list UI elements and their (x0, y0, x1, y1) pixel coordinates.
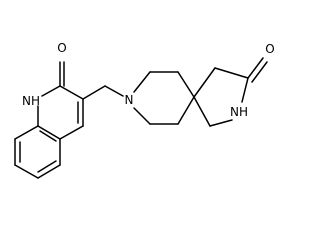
quinolinone-ring (37, 61, 84, 140)
bond-n-cc (133, 107, 151, 125)
bond-c2-c3 (59, 85, 84, 100)
bond-c2-n1 (41, 85, 61, 97)
atom-label-o-quinolinone: O (57, 41, 66, 55)
bond-spiro-ch2-top (193, 67, 216, 98)
bond-c8a-c4a (37, 125, 61, 140)
bond-ch2-spiro (193, 96, 211, 127)
bond-c8a-c4a-double (39, 130, 57, 142)
bond-cb-spiro (177, 71, 195, 98)
benzene-ring (14, 125, 61, 179)
bond-c8a-c8 (14, 125, 39, 140)
bond-carbonyl-o (247, 57, 264, 79)
bond-cd-spiro (177, 96, 195, 125)
methylene-linker (82, 85, 124, 100)
atom-label-nh-lactam: NH (230, 105, 248, 119)
bond-c4a-c4 (59, 125, 84, 140)
bond-n-ca (133, 71, 151, 93)
chemical-structure-diagram: O NH N O NH (14, 41, 275, 179)
bond-carbonyl-nh (241, 77, 249, 103)
pyrrolidinone-ring (193, 57, 268, 127)
atom-label-nh-quinolinone: NH (22, 94, 40, 108)
bond-c6-c5-double (37, 160, 57, 173)
bond-ch2-n (104, 85, 124, 97)
bond-c6-c5 (37, 164, 61, 179)
atom-label-n-piperidine: N (125, 93, 134, 107)
bond-nh-ch2 (209, 119, 233, 127)
piperidine-ring (133, 71, 195, 125)
bond-ch2-carbonyl (214, 67, 249, 79)
bond-carbonyl-o-double (251, 61, 268, 83)
atom-label-o-lactam: O (265, 42, 274, 56)
bond-c3-ch2 (82, 85, 106, 100)
bond-c7-c6 (14, 164, 39, 179)
